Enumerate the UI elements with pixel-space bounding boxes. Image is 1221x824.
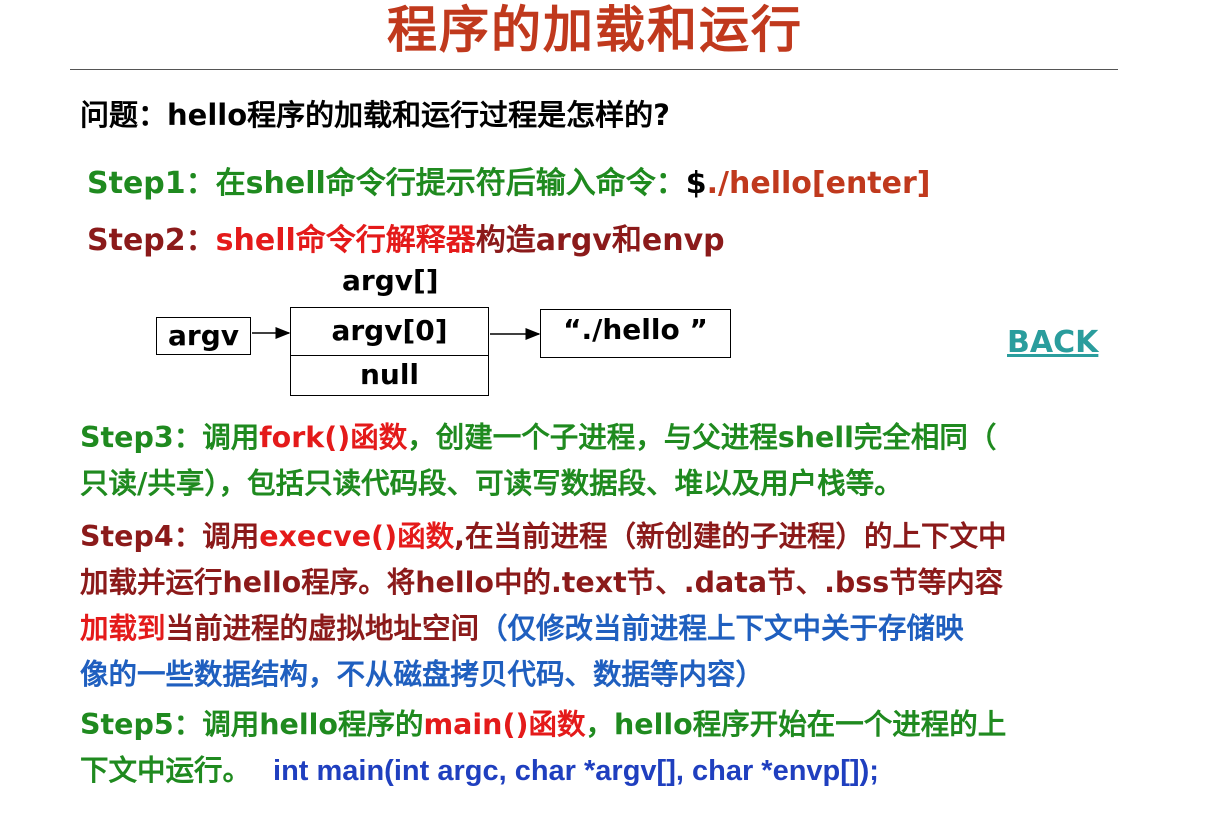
step1-line: Step1：在shell命令行提示符后输入命令：$./hello[enter] [87, 158, 931, 202]
argv-cell-null: null [359, 358, 420, 391]
step4-line2: 加载并运行hello程序。将hello中的.text节、.data节、.bss节… [80, 566, 1004, 599]
slide-title: 程序的加载和运行 [387, 1, 803, 59]
step2-label: Step2： [87, 223, 216, 258]
step2-highlight: shell命令行解释器 [215, 223, 476, 258]
step2-line: Step2：shell命令行解释器构造argv和envp [87, 215, 725, 259]
step1-prompt: $ [685, 166, 707, 201]
question-text: 问题：hello程序的加载和运行过程是怎样的? [80, 98, 670, 132]
step4-line3-red: 加载到 [80, 612, 166, 645]
argv-cell-0: argv[0] [291, 308, 488, 356]
step4-line4: 像的一些数据结构，不从磁盘拷贝代码、数据等内容） [80, 658, 765, 691]
hello-string-box: “./hello ” [540, 309, 731, 358]
step4-line3-blue: （仅修改当前进程上下文中关于存储映 [479, 612, 964, 645]
step3-line1-rest: ，创建一个子进程，与父进程shell完全相同（ [407, 421, 997, 454]
step2-rest: 构造argv和envp [475, 223, 725, 258]
main-signature: int main(int argc, char *argv[], char *e… [273, 755, 879, 787]
step5-func: main()函数 [423, 708, 586, 741]
title-divider [70, 69, 1118, 70]
back-link[interactable]: BACK [1007, 325, 1099, 360]
step3-paragraph: Step3：调用fork()函数，创建一个子进程，与父进程shell完全相同（ … [80, 415, 996, 507]
step5-line2: 下文中运行。 [80, 754, 252, 787]
argv-array-box: argv[0] null [290, 307, 489, 396]
step1-label: Step1：在shell命令行提示符后输入命令： [87, 166, 686, 201]
step3-func: fork()函数 [259, 421, 408, 454]
step4-line1-rest: ,在当前进程（新创建的子进程）的上下文中 [454, 520, 1007, 553]
step4-label: Step4：调用 [80, 520, 260, 553]
step5-line1-rest: ，hello程序开始在一个进程的上 [585, 708, 1007, 741]
step3-line2: 只读/共享），包括只读代码段、可读写数据段、堆以及用户栈等。 [80, 467, 903, 500]
step3-label: Step3：调用 [80, 421, 260, 454]
step5-label: Step5：调用hello程序的 [80, 708, 424, 741]
argv-pointer-box: argv [156, 317, 251, 355]
step4-func: execve()函数 [259, 520, 455, 553]
step4-paragraph: Step4：调用execve()函数,在当前进程（新创建的子进程）的上下文中 加… [80, 514, 1006, 698]
step1-command: ./hello[enter] [706, 166, 931, 201]
argv-array-header: argv[] [342, 264, 439, 297]
step4-line3-dark: 当前进程的虚拟地址空间 [165, 612, 480, 645]
step5-paragraph: Step5：调用hello程序的main()函数，hello程序开始在一个进程的… [80, 702, 1006, 794]
